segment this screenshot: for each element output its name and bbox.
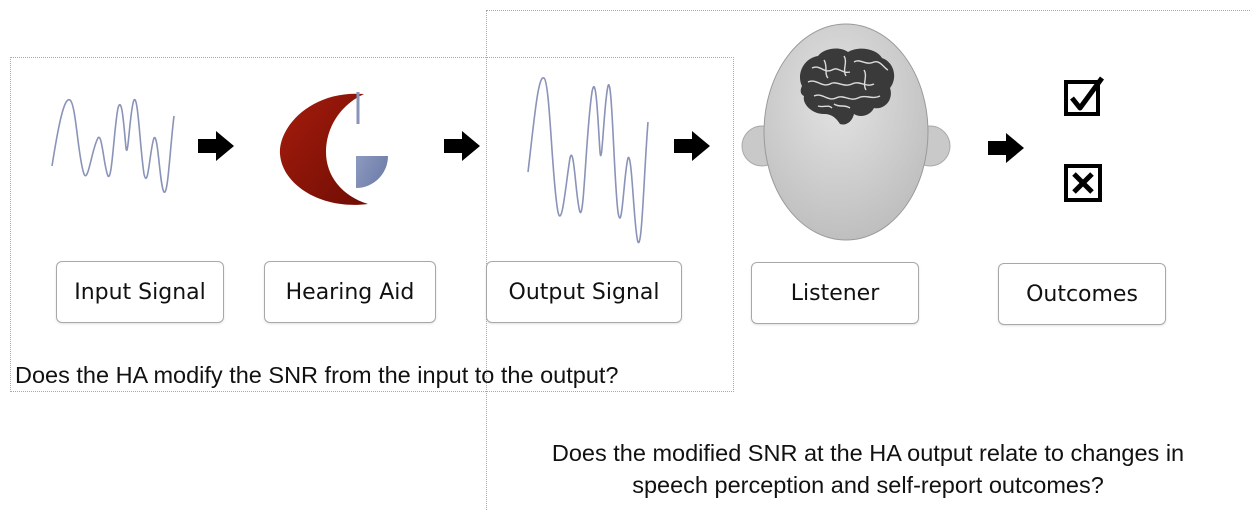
question-line-2: speech perception and self-report outcom… (632, 472, 1104, 498)
question-snr-modification: Does the HA modify the SNR from the inpu… (15, 362, 619, 388)
right-arrow-icon (198, 131, 234, 161)
outcomes-label: Outcomes (998, 263, 1166, 325)
question-snr-outcomes: Does the modified SNR at the HA output r… (486, 437, 1250, 501)
right-arrow-icon (988, 133, 1024, 163)
input-waveform-icon (51, 99, 175, 193)
input-signal-label: Input Signal (56, 261, 224, 323)
output-outcomes-region (486, 10, 1250, 510)
output-waveform-icon (527, 77, 649, 244)
brain-icon (799, 48, 895, 125)
right-arrow-icon (444, 131, 480, 161)
right-arrow-icon (674, 131, 710, 161)
hearing-aid-icon (279, 92, 388, 205)
crossed-box-icon (1064, 164, 1102, 202)
checked-box-icon (1064, 76, 1105, 116)
input-output-region (10, 57, 734, 392)
hearing-aid-label: Hearing Aid (264, 261, 436, 323)
listener-label: Listener (751, 262, 919, 324)
question-line-1: Does the modified SNR at the HA output r… (551, 440, 1185, 466)
output-signal-label: Output Signal (486, 261, 682, 323)
